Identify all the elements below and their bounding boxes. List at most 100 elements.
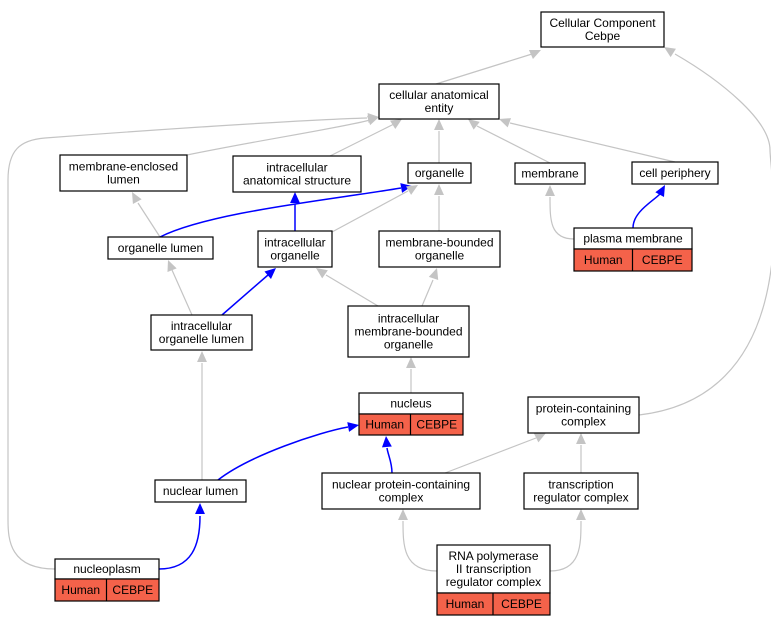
is-a-edge-line (171, 269, 193, 316)
is-a-edge-line (549, 520, 582, 572)
edge-cae-to-cc_root (435, 49, 541, 85)
edge-rnapol-to-trc (549, 509, 586, 572)
node-box (154, 479, 247, 503)
edge-ias-to-cae (329, 119, 402, 157)
arrowhead-icon (533, 433, 546, 443)
arrowhead-icon (434, 184, 444, 195)
node-nlumen[interactable]: nuclear lumen (154, 479, 247, 503)
annotation-species: Human (61, 583, 100, 597)
is-a-edge-line (421, 279, 434, 307)
edge-rnapol-to-npcc (398, 509, 438, 572)
annotation-gene: CEBPE (642, 253, 683, 267)
node-cellper[interactable]: cell periphery (631, 161, 719, 185)
arrowhead-icon (197, 351, 207, 362)
node-box (378, 83, 500, 120)
is-a-edge-line (7, 117, 368, 570)
arrowhead-icon (576, 433, 586, 444)
node-label-line: nucleus (390, 397, 431, 411)
arrowhead-icon (264, 268, 276, 279)
edge-orglumen-to-organelle (159, 183, 412, 238)
node-label-line: complex (379, 491, 424, 505)
node-label-line: nuclear protein-containing (332, 478, 470, 492)
node-label-line: RNA polymerase (448, 549, 538, 563)
node-label-line: regulator complex (533, 491, 628, 505)
node-label-line: organelle (270, 249, 320, 263)
arrowhead-icon (528, 49, 541, 59)
node-label-line: transcription (548, 478, 613, 492)
node-label-line: nuclear lumen (163, 484, 238, 498)
node-box (514, 162, 586, 185)
node-box (232, 155, 362, 193)
edge-trc-to-pcc (576, 433, 586, 473)
node-box (321, 472, 481, 510)
node-label-line: intracellular (171, 319, 232, 333)
edge-mbo-to-organelle (434, 184, 444, 231)
annotation-gene: CEBPE (501, 597, 542, 611)
node-label-line: nucleoplasm (73, 562, 140, 576)
edge-imbo-to-intorg (316, 268, 379, 307)
is-a-edge-line (509, 122, 676, 163)
is-a-edge-line (137, 202, 161, 238)
is-a-edge-line (444, 437, 537, 474)
arrowhead-icon (381, 436, 392, 448)
node-label-line: membrane-enclosed (69, 160, 178, 174)
edge-pm-to-membrane (545, 185, 575, 240)
is-a-edge-line (331, 190, 409, 233)
arrowhead-icon (499, 118, 512, 128)
edge-pcc-to-cc_root (638, 47, 771, 416)
is-a-edge-line (402, 520, 438, 572)
annotation-gene: CEBPE (416, 418, 457, 432)
arrowhead-icon (406, 357, 416, 368)
node-label-line: protein-containing (536, 402, 631, 416)
arrowhead-icon (434, 119, 444, 130)
edge-intorg-to-organelle (331, 185, 418, 233)
is-a-edge-line (435, 53, 533, 85)
arrowhead-icon (655, 185, 665, 198)
arrowhead-icon (167, 260, 177, 273)
arrowhead-icon (316, 268, 328, 279)
node-label-line: regulator complex (446, 575, 541, 589)
node-label-line: intracellular (378, 312, 439, 326)
arrowhead-icon (347, 422, 359, 432)
node-box (150, 314, 253, 351)
node-label-line: lumen (107, 173, 140, 187)
edge-nlumen-to-nucleus (217, 422, 359, 481)
edge-npcc-to-pcc (444, 433, 546, 474)
edge-imbo-to-mbo (421, 268, 439, 307)
arrowhead-icon (406, 185, 418, 195)
node-label-line: organelle (415, 249, 465, 263)
node-box (407, 162, 472, 184)
node-label-line: membrane-bounded (385, 236, 493, 250)
edge-iol-to-intorg (221, 268, 276, 316)
node-label-line: entity (425, 101, 454, 115)
node-label-line: organelle lumen (159, 332, 244, 346)
is-a-edge-line (186, 119, 371, 156)
node-organelle[interactable]: organelle (407, 162, 472, 184)
node-label-line: anatomical structure (243, 174, 351, 188)
is-a-edge-line (325, 274, 379, 307)
node-label-line: intracellular (264, 236, 325, 250)
node-membrane[interactable]: membrane (514, 162, 586, 185)
arrowhead-icon (390, 119, 402, 130)
arrowhead-icon (545, 185, 555, 196)
node-orglumen[interactable]: organelle lumen (107, 236, 214, 260)
annotation-species: Human (446, 597, 485, 611)
edge-nucleoplasm-to-cae (7, 112, 379, 570)
node-label-line: cellular anatomical (389, 88, 488, 102)
